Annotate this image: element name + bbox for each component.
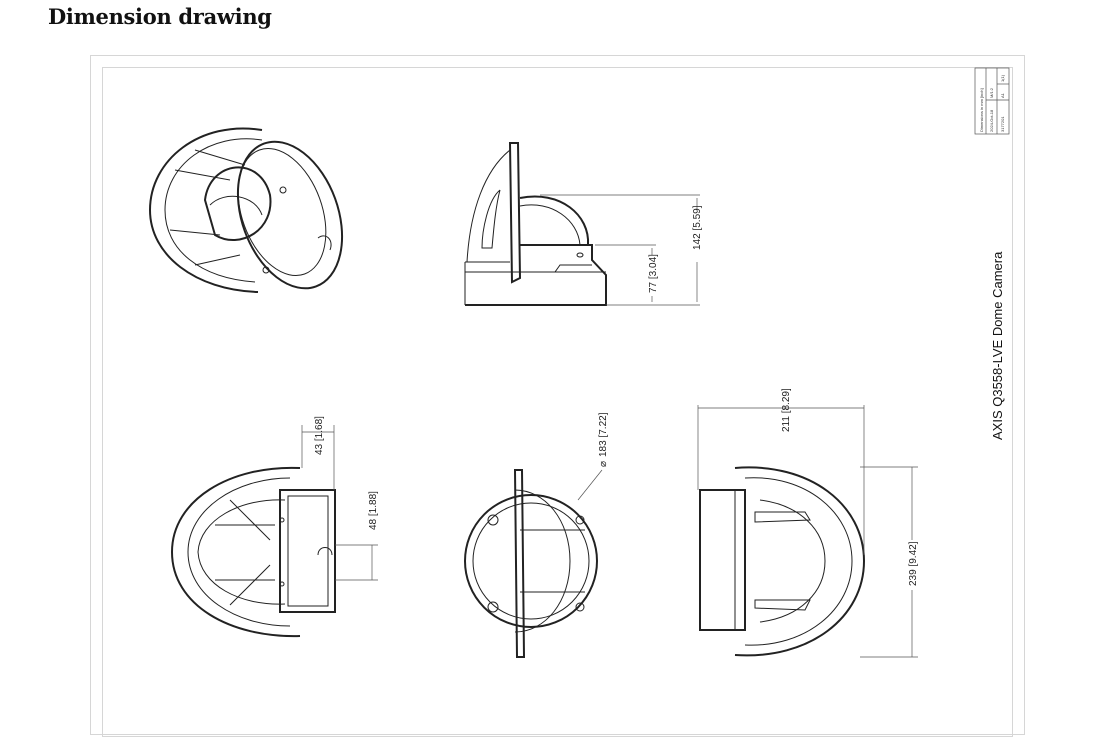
dim-length: 239 [9.42] (908, 541, 919, 586)
right-view: 211 [8.29] 239 [9.42] (697, 388, 919, 658)
dim-mount-depth: 48 [1.88] (368, 491, 379, 530)
drawing-sheet: 1(1) (1000, 74, 1005, 82)
drawing-date: 2024-Oct-18 (989, 109, 994, 132)
title-block: Dimensions in mm [inch] 2024-Oct-18 3177… (974, 67, 1010, 135)
front-view: ⌀ 183 [7.22] (464, 412, 609, 658)
dim-base-height: 77 [3.04] (648, 254, 659, 293)
dim-shield-offset: 43 [1.68] (314, 416, 325, 455)
dim-width: 211 [8.29] (781, 388, 792, 432)
dim-total-height: 142 [5.59] (692, 205, 703, 250)
drawing-number: 3177201 (1000, 116, 1005, 132)
drawing-size: A1 (1000, 92, 1005, 98)
dim-diameter: 183 [7.22] (598, 412, 609, 457)
side-view: 142 [5.59] 77 [3.04] (464, 142, 703, 306)
page-title: Dimension drawing (48, 4, 272, 29)
units-note: Dimensions in mm [inch] (979, 88, 984, 132)
product-name: AXIS Q3558-LVE Dome Camera (990, 251, 1005, 440)
drawing-scale: M/1:2 (989, 87, 994, 98)
perspective-view (148, 127, 344, 293)
bottom-left-view: 43 [1.68] 48 [1.88] (170, 416, 379, 638)
diameter-symbol: ⌀ (598, 461, 609, 467)
